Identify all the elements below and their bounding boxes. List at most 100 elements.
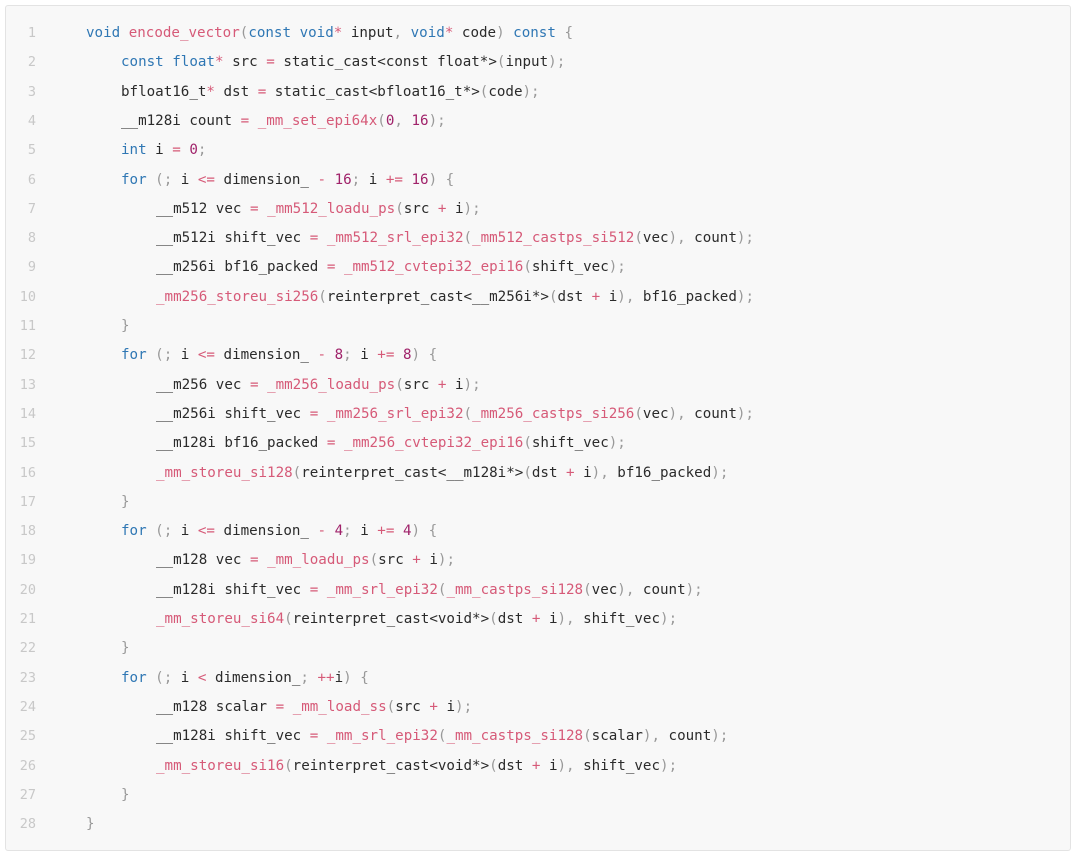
- code-text: __m256i shift_vec = _mm256_srl_epi32(_mm…: [156, 400, 754, 429]
- code-token: ): [668, 405, 678, 422]
- code-token: dimension_: [214, 347, 318, 364]
- code-token: +: [531, 757, 541, 774]
- code-line: 16_mm_storeu_si128(reinterpret_cast<__m1…: [6, 459, 1070, 488]
- code-token: src: [223, 54, 267, 71]
- line-number: 21: [19, 611, 36, 627]
- code-token: shift_vec: [574, 757, 661, 774]
- code-token: _mm_set_epi64x: [257, 112, 378, 129]
- code-token: vec: [642, 230, 669, 247]
- code-text: __m256i bf16_packed = _mm512_cvtepi32_ep…: [156, 253, 626, 282]
- code-token: int: [121, 142, 147, 159]
- code-text: __m128i shift_vec = _mm_srl_epi32(_mm_ca…: [156, 576, 703, 605]
- code-token: ,: [625, 288, 635, 305]
- code-text: }: [86, 810, 95, 839]
- code-token: static_cast<bfloat16_t*>: [266, 83, 480, 100]
- code-token: _mm_srl_epi32: [326, 581, 438, 598]
- code-line: 7__m512 vec = _mm512_loadu_ps(src + i);: [6, 195, 1070, 224]
- code-token: dst: [497, 611, 532, 627]
- code-token: const: [513, 25, 556, 41]
- code-token: <: [197, 669, 207, 686]
- code-token: src: [403, 200, 438, 217]
- code-token: __m512i shift_vec: [156, 230, 310, 247]
- code-token: ): [557, 757, 567, 774]
- code-token: shift_vec: [574, 611, 661, 627]
- code-text: void encode_vector(const void* input, vo…: [86, 19, 573, 48]
- code-token: ): [455, 698, 464, 715]
- code-token: ): [557, 611, 567, 627]
- code-token: [437, 172, 446, 188]
- code-token: {: [428, 347, 438, 364]
- code-token: +: [437, 200, 447, 217]
- code-token: [249, 113, 258, 129]
- code-token: 0: [189, 142, 198, 159]
- code-token: *: [444, 25, 454, 41]
- code-token: _mm256_srl_epi32: [326, 405, 464, 422]
- code-token: [284, 699, 293, 715]
- code-token: }: [86, 816, 95, 833]
- code-token: [326, 172, 335, 188]
- code-token: (: [395, 376, 404, 393]
- code-token: ): [496, 25, 505, 41]
- line-number: 17: [19, 493, 36, 510]
- code-token: ;: [343, 523, 352, 540]
- code-token: [309, 670, 318, 686]
- code-token: ): [736, 405, 746, 422]
- code-token: }: [121, 640, 130, 657]
- code-token: reinterpret_cast<__m256i*>: [326, 288, 549, 305]
- code-token: [318, 230, 327, 246]
- code-line: 17}: [6, 488, 1070, 517]
- code-token: i: [334, 669, 344, 686]
- code-token: (: [155, 347, 164, 364]
- code-text: _mm256_storeu_si256(reinterpret_cast<__m…: [156, 283, 754, 312]
- line-number: 25: [19, 728, 36, 745]
- code-line: 9__m256i bf16_packed = _mm512_cvtepi32_e…: [6, 253, 1070, 282]
- code-token: (: [523, 259, 532, 276]
- code-token: ): [548, 54, 557, 71]
- code-token: ): [463, 376, 473, 393]
- code-token: vec: [591, 581, 618, 598]
- code-token: ,: [677, 405, 686, 422]
- code-token: count: [685, 405, 737, 422]
- code-token: ,: [566, 757, 575, 774]
- code-line: 27}: [6, 781, 1070, 810]
- code-token: i: [172, 669, 198, 686]
- code-token: count: [685, 230, 737, 247]
- code-text: __m256 vec = _mm256_loadu_ps(src + i);: [156, 371, 481, 400]
- line-number: 4: [27, 112, 36, 129]
- line-number: 2: [27, 54, 36, 71]
- code-line: 25__m128i shift_vec = _mm_srl_epi32(_mm_…: [6, 722, 1070, 751]
- code-token: dst: [497, 757, 532, 774]
- code-text: for (; i < dimension_; ++i) {: [121, 664, 369, 693]
- code-token: 4: [334, 523, 344, 540]
- code-token: [394, 347, 403, 363]
- code-text: for (; i <= dimension_ - 16; i += 16) {: [121, 166, 454, 195]
- code-token: ;: [472, 376, 481, 393]
- code-text: }: [121, 312, 130, 341]
- code-line: 21 _mm_storeu_si64(reinterpret_cast<void*…: [6, 605, 1070, 634]
- code-token: +: [412, 552, 421, 569]
- code-token: _mm512_castps_si512: [472, 230, 635, 247]
- code-token: =: [249, 552, 259, 569]
- code-token: dimension_: [214, 523, 318, 540]
- code-text: _mm_storeu_si64(reinterpret_cast<void*>(…: [156, 605, 677, 634]
- code-token: ): [411, 523, 421, 540]
- code-token: ): [660, 611, 669, 627]
- code-token: for: [121, 523, 147, 540]
- code-token: ): [736, 288, 746, 305]
- code-token: const: [121, 54, 164, 71]
- code-token: i: [446, 376, 464, 393]
- code-text: bfloat16_t* dst = static_cast<bfloat16_t…: [121, 78, 540, 107]
- code-token: for: [121, 171, 147, 188]
- code-token: ;: [197, 142, 207, 159]
- code-token: [318, 406, 327, 422]
- code-token: ;: [163, 523, 173, 540]
- code-token: _mm_storeu_si128: [156, 464, 293, 481]
- code-token: =: [257, 83, 267, 100]
- code-text: _mm_storeu_si128(reinterpret_cast<__m128…: [156, 459, 728, 488]
- code-token: =: [249, 200, 259, 217]
- code-line: 13__m256 vec = _mm256_loadu_ps(src + i);: [6, 371, 1070, 400]
- code-token: [147, 523, 156, 539]
- code-token: {: [360, 669, 369, 686]
- code-token: vec: [642, 405, 669, 422]
